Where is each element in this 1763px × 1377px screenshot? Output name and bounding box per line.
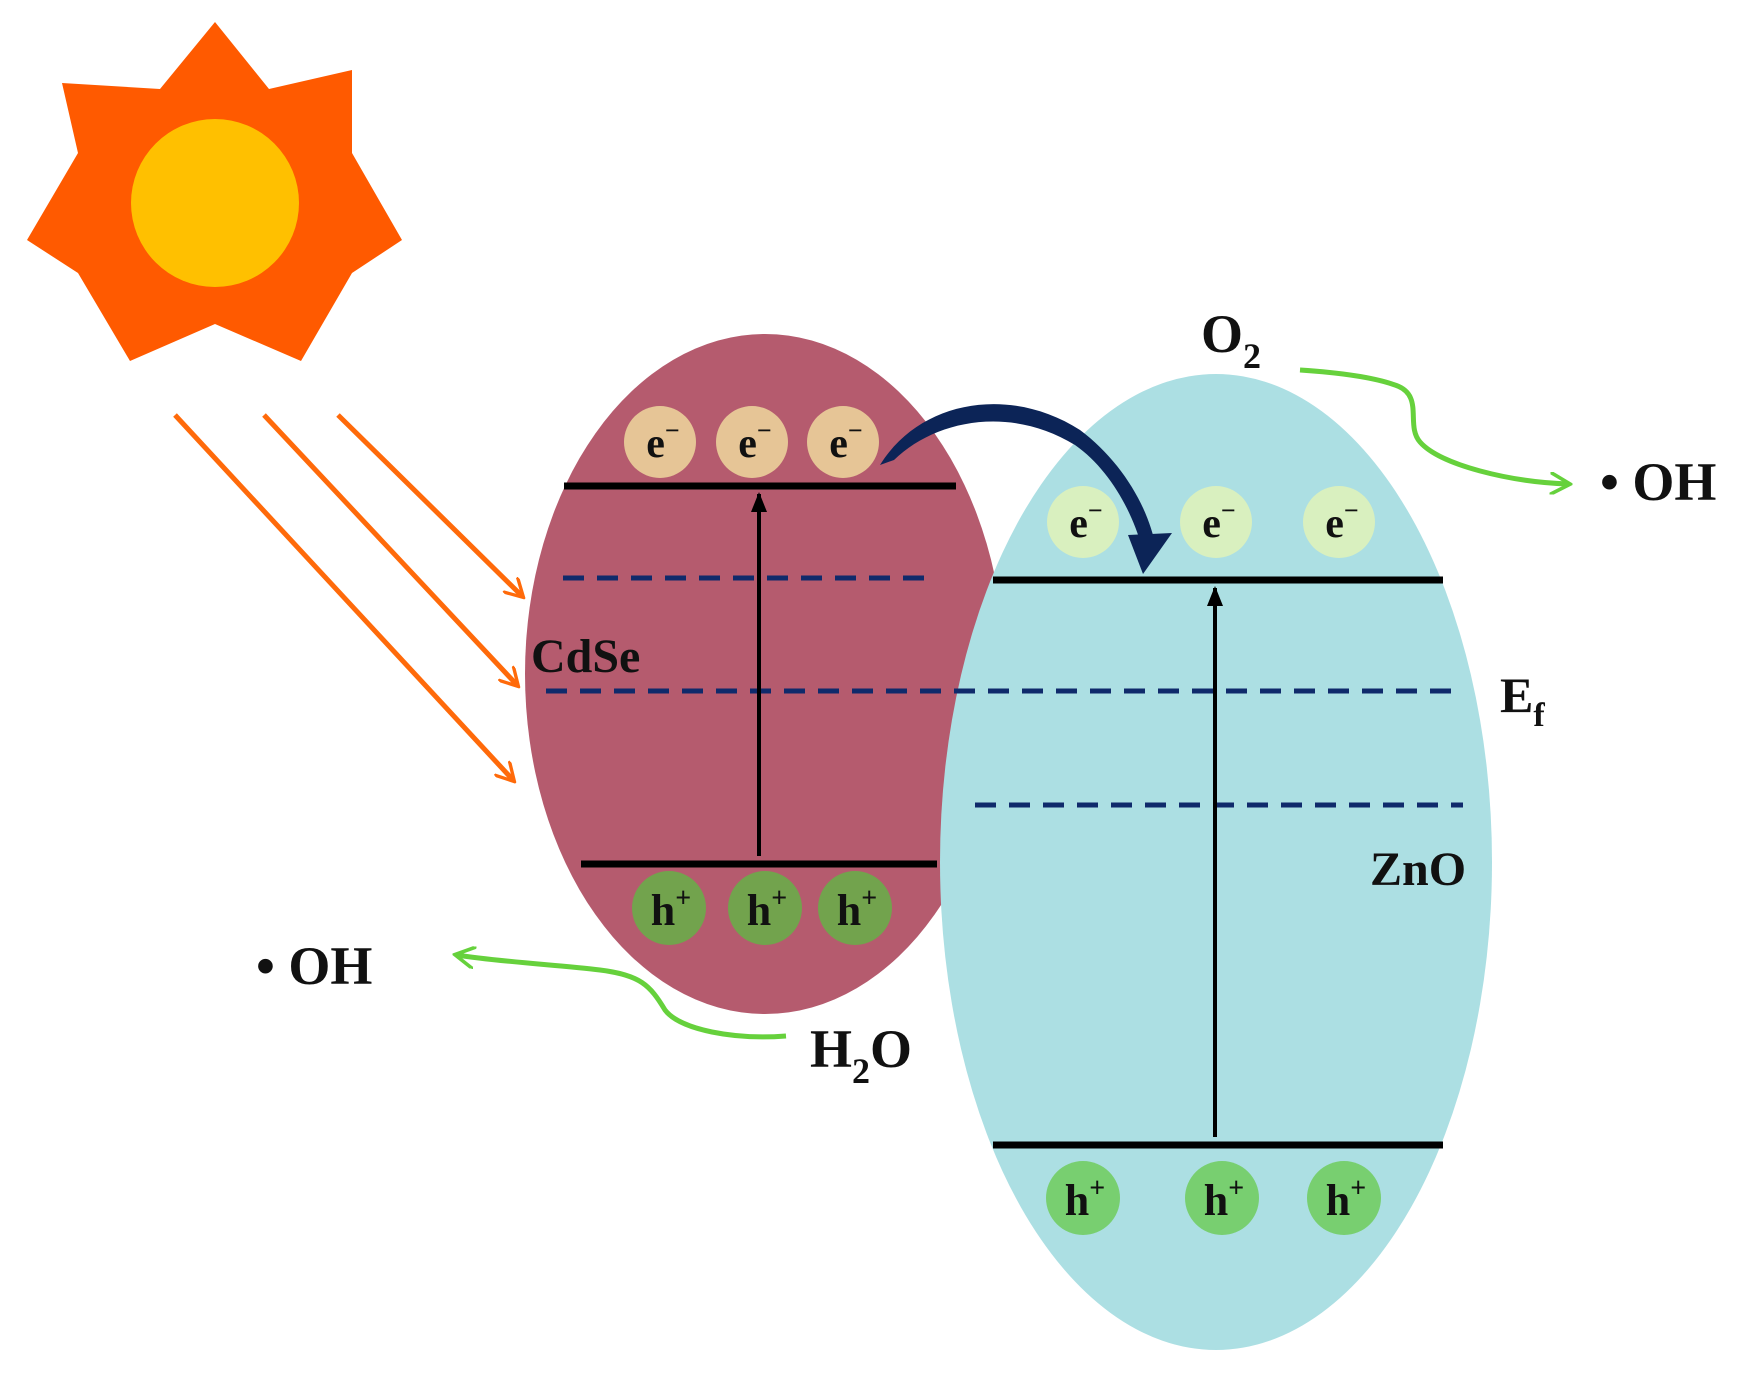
zno-electrons: e− e− e− (1047, 486, 1375, 558)
cdse-electrons: e− e− e− (624, 406, 879, 478)
cdse-label: CdSe (531, 630, 640, 683)
sun-core (131, 119, 299, 287)
hole: h+ (632, 871, 706, 945)
svg-text:e−: e− (1069, 496, 1102, 547)
svg-text:h+: h+ (747, 883, 787, 935)
light-arrow (262, 413, 517, 685)
hole: h+ (1185, 1161, 1259, 1235)
svg-text:h+: h+ (1204, 1173, 1244, 1225)
svg-text:e−: e− (1325, 496, 1358, 547)
svg-text:h+: h+ (1065, 1173, 1105, 1225)
hole: h+ (818, 871, 892, 945)
hole: h+ (1046, 1161, 1120, 1235)
electron: e− (1180, 486, 1252, 558)
band-edges (564, 482, 1443, 1149)
svg-text:e−: e− (1202, 496, 1235, 547)
electron: e− (624, 406, 696, 478)
fermi-level-label: Ef (1500, 667, 1545, 734)
light-arrow (173, 413, 513, 780)
light-arrow (336, 413, 522, 596)
sun-icon (27, 22, 402, 361)
electron-transfer-arrow (880, 404, 1172, 574)
electron: e− (716, 406, 788, 478)
o2-reduction-arrow (1299, 367, 1568, 484)
svg-text:h+: h+ (651, 883, 691, 935)
svg-text:e−: e− (738, 416, 771, 467)
hydroxyl-radical-left: • OH (256, 936, 372, 996)
h2o-label: H2O (810, 1019, 912, 1091)
cdse-holes: h+ h+ h+ (632, 871, 892, 945)
o2-label: O2 (1201, 304, 1261, 376)
cdse-particle (525, 334, 1005, 1014)
electron-transfer-arrow-head (1128, 533, 1172, 574)
electron: e− (1047, 486, 1119, 558)
zno-holes: h+ h+ h+ (1046, 1161, 1381, 1235)
electron-transfer-arrow-body (880, 404, 1156, 548)
hole: h+ (728, 871, 802, 945)
light-arrows (173, 413, 522, 780)
electron: e− (807, 406, 879, 478)
zno-label: ZnO (1370, 843, 1466, 896)
electron: e− (1303, 486, 1375, 558)
hole: h+ (1307, 1161, 1381, 1235)
svg-text:e−: e− (829, 416, 862, 467)
svg-text:e−: e− (646, 416, 679, 467)
h2o-oxidation-arrow (457, 955, 787, 1040)
svg-text:h+: h+ (837, 883, 877, 935)
svg-text:h+: h+ (1326, 1173, 1366, 1225)
fermi-levels (546, 575, 1463, 808)
hydroxyl-radical-right: • OH (1600, 452, 1716, 512)
